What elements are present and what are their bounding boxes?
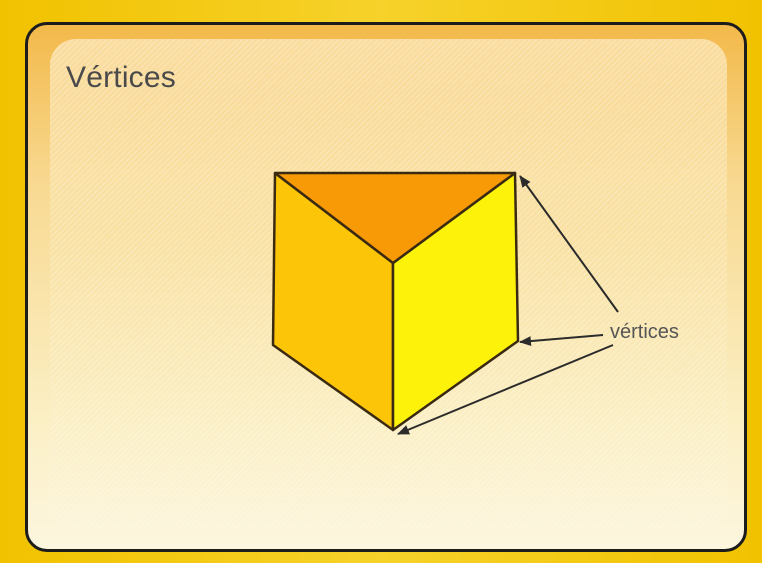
vertex-arrow-middle bbox=[520, 335, 603, 342]
vertex-arrow-top bbox=[520, 176, 618, 312]
card-frame: Vértices vértices bbox=[25, 22, 747, 552]
vertices-callout-label: vértices bbox=[610, 321, 679, 343]
prism-diagram: vértices bbox=[28, 25, 747, 552]
